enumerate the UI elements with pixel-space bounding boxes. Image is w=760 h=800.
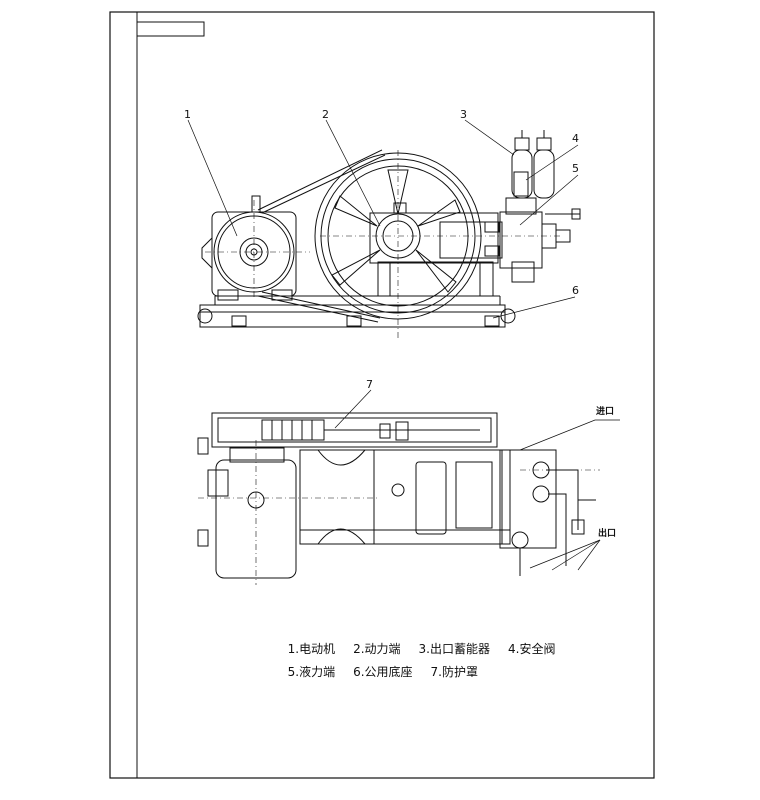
legend-row-2: 5.液力端 6.公用底座 7.防护罩 bbox=[280, 649, 496, 680]
liquid-end-plan bbox=[499, 449, 600, 576]
outer-border bbox=[109, 11, 655, 779]
title-tab bbox=[136, 21, 205, 37]
liquid-end bbox=[484, 197, 581, 283]
inlet-label: 进口 bbox=[596, 405, 614, 417]
legend-item: 4.安全阀 bbox=[508, 642, 556, 656]
plan-leaders bbox=[334, 389, 620, 571]
legend-item: 5.液力端 bbox=[287, 665, 336, 679]
callout-4: 4 bbox=[572, 132, 579, 145]
electric-motor bbox=[201, 195, 310, 301]
legend-item: 3.出口蓄能器 bbox=[418, 642, 490, 656]
callout-5: 5 bbox=[572, 162, 579, 175]
legend-item: 1.电动机 bbox=[287, 642, 336, 656]
outlet-accumulator bbox=[511, 130, 555, 199]
callout-7: 7 bbox=[366, 378, 373, 391]
outlet-label: 出口 bbox=[598, 527, 616, 539]
legend-item: 7.防护罩 bbox=[430, 665, 478, 679]
protective-guard bbox=[211, 412, 498, 448]
elevation-view bbox=[187, 119, 581, 340]
legend-item: 2.动力端 bbox=[353, 642, 401, 656]
plan-view bbox=[197, 389, 620, 585]
power-end bbox=[314, 150, 560, 340]
callout-3: 3 bbox=[460, 108, 467, 121]
power-end-plan bbox=[299, 449, 511, 545]
callout-6: 6 bbox=[572, 284, 579, 297]
base-lug-right bbox=[500, 308, 516, 324]
legend-row-1: 1.电动机 2.动力端 3.出口蓄能器 4.安全阀 bbox=[280, 626, 573, 657]
callout-1: 1 bbox=[184, 108, 191, 121]
legend-item: 6.公用底座 bbox=[353, 665, 413, 679]
base-lug-left bbox=[197, 308, 213, 324]
callout-leaders bbox=[187, 119, 579, 319]
callout-2: 2 bbox=[322, 108, 329, 121]
motor-plan bbox=[197, 437, 380, 585]
v-belt bbox=[257, 149, 386, 323]
